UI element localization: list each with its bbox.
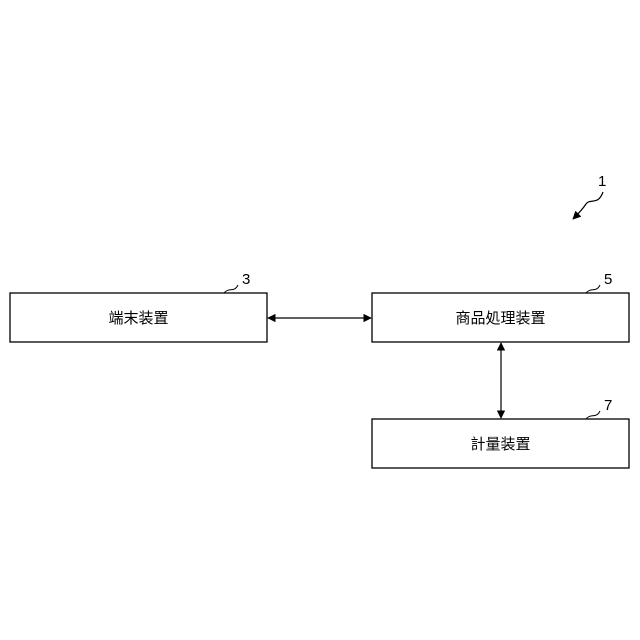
weighing-device-label: 計量装置 (470, 435, 530, 453)
figure-ref-number: 1 (598, 173, 606, 190)
terminal-device-node: 端末装置 3 (10, 271, 267, 342)
product-processing-device-ref-leader (586, 285, 600, 293)
figure-ref-leader (573, 192, 603, 219)
weighing-device-ref-number: 7 (604, 397, 612, 414)
product-processing-device-node: 商品処理装置 5 (372, 271, 629, 342)
terminal-device-label: 端末装置 (108, 309, 168, 327)
weighing-device-ref-leader (586, 411, 600, 419)
terminal-device-ref-number: 3 (242, 271, 250, 288)
product-processing-device-label: 商品処理装置 (455, 309, 545, 327)
product-processing-device-ref-number: 5 (604, 271, 612, 288)
terminal-device-ref-leader (224, 285, 238, 293)
